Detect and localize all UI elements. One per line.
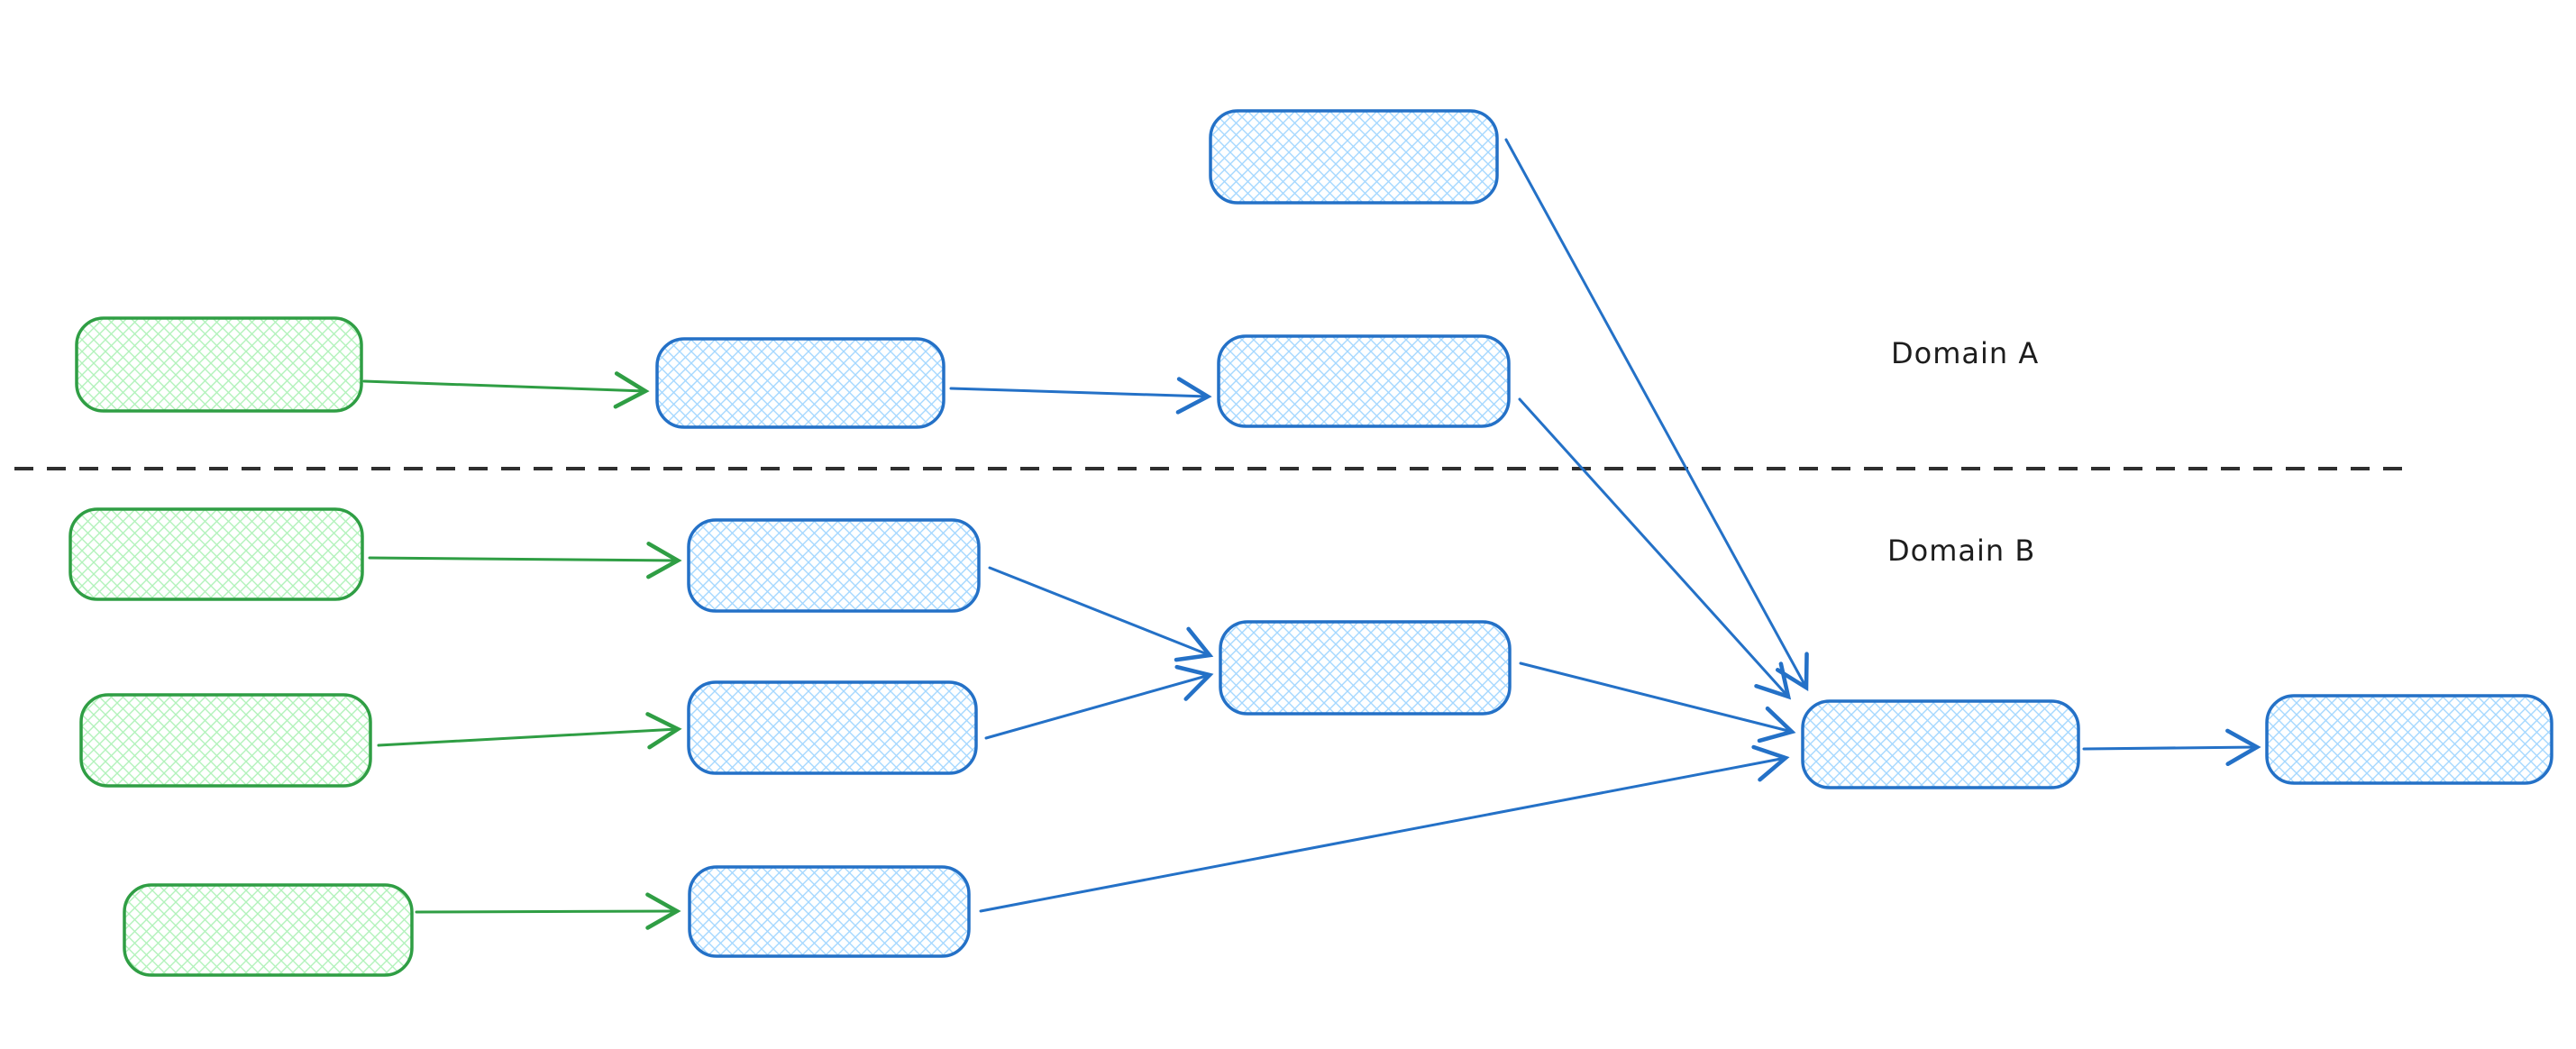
edge-stage1-a-to-stage2-a — [949, 377, 1212, 415]
node-rect-source-a — [75, 316, 363, 413]
node-rect-merge-b — [1219, 620, 1512, 716]
domain-b-label: Domain B — [1887, 534, 2035, 568]
edge-sink-to-output — [2082, 728, 2261, 767]
edge-source-b1-to-stage1-b1 — [368, 542, 682, 579]
node-output — [2265, 694, 2553, 785]
node-stage2-a — [1217, 334, 1511, 428]
node-merge-b — [1219, 620, 1512, 716]
edge-top-feed-to-sink — [1504, 138, 1809, 692]
edge-source-b2-to-stage1-b2 — [377, 712, 682, 750]
node-stage1-b2 — [687, 680, 978, 775]
edge-stage2-a-to-sink — [1518, 397, 1792, 700]
edge-stage1-b3-to-sink — [979, 744, 1790, 913]
node-rect-stage1-a — [655, 337, 945, 429]
node-stage1-a — [655, 337, 945, 429]
node-sink — [1801, 699, 2080, 789]
edge-stage1-b2-to-merge-b — [984, 664, 1214, 740]
node-rect-stage2-a — [1217, 334, 1511, 428]
domain-a-label: Domain A — [1891, 336, 2039, 370]
node-rect-source-b3 — [123, 883, 414, 977]
edge-source-b3-to-stage1-b3 — [415, 892, 681, 930]
node-top-feed — [1209, 109, 1499, 205]
node-rect-source-b1 — [69, 507, 364, 601]
node-source-b3 — [123, 883, 414, 977]
node-source-b2 — [79, 693, 372, 788]
node-rect-stage1-b2 — [687, 680, 978, 775]
node-source-b1 — [69, 507, 364, 601]
node-rect-sink — [1801, 699, 2080, 789]
edge-stage1-b1-to-merge-b — [988, 566, 1214, 662]
node-stage1-b1 — [687, 518, 981, 613]
node-rect-top-feed — [1209, 109, 1499, 205]
edge-merge-b-to-sink — [1519, 661, 1796, 743]
node-source-a — [75, 316, 363, 413]
node-rect-stage1-b3 — [688, 865, 971, 958]
node-rect-output — [2265, 694, 2553, 785]
node-rect-source-b2 — [79, 693, 372, 788]
node-stage1-b3 — [688, 865, 971, 958]
node-rect-stage1-b1 — [687, 518, 981, 613]
edge-source-a-to-stage1-a — [362, 371, 650, 409]
